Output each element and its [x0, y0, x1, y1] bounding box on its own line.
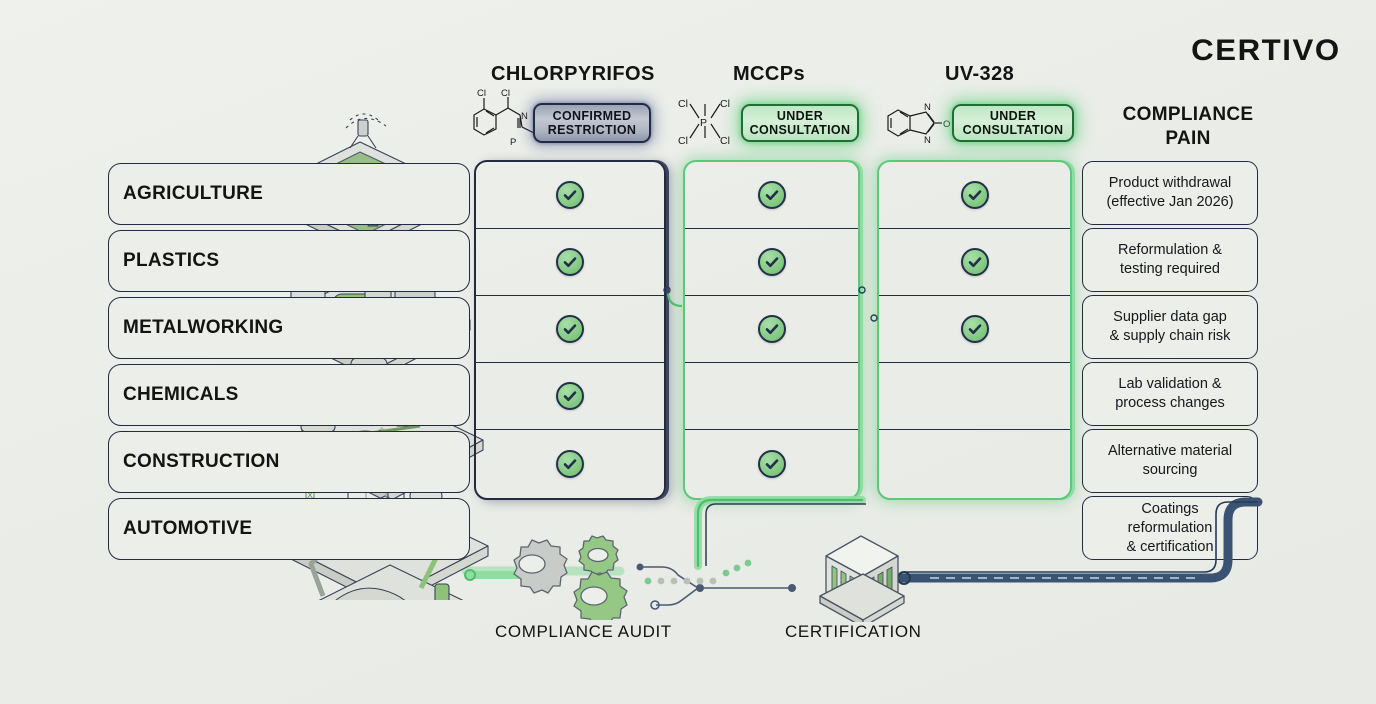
sector-label: CONSTRUCTION [123, 451, 280, 472]
check-icon [757, 181, 786, 209]
badge-line1: UNDER [989, 108, 1037, 123]
pain-line1: Product withdrawal [1108, 175, 1232, 191]
check-icon [556, 382, 584, 410]
pain-row-chemicals[interactable]: Lab validation & process changes [1082, 362, 1258, 426]
pain-line1: Alternative material [1107, 443, 1233, 459]
pain-line1: Lab validation & [1118, 376, 1222, 392]
pain-line2: sourcing [1142, 462, 1198, 478]
svg-text:Cl: Cl [720, 135, 730, 147]
pain-row-plastics[interactable]: Reformulation & testing required [1082, 228, 1258, 292]
column-header-compliance-pain: COMPLIANCE PAIN [1108, 103, 1268, 151]
cell-chlorpyrifos-construction[interactable] [476, 430, 664, 497]
status-badge-mccps[interactable]: UNDER CONSULTATION [741, 104, 859, 142]
status-badge-uv328[interactable]: UNDER CONSULTATION [952, 104, 1074, 142]
pain-line2: (effective Jan 2026) [1106, 194, 1234, 210]
check-icon [556, 449, 584, 478]
pain-row-automotive[interactable]: Coatings reformulation & certification [1082, 496, 1258, 560]
cell-uv328-chemicals[interactable] [879, 363, 1070, 430]
brand-logo: CERTIVO [1191, 34, 1341, 67]
compliance-pain-line1: COMPLIANCE [1122, 104, 1254, 125]
pain-line2: & supply chain risk [1109, 328, 1231, 344]
sector-label: AUTOMOTIVE [123, 518, 253, 539]
sector-row-construction[interactable]: CONSTRUCTION [108, 431, 470, 493]
mccps-structure-icon: Cl Cl P Cl Cl [678, 98, 730, 147]
cell-mccps-chemicals[interactable] [685, 363, 858, 430]
pain-line1: Coatings [1141, 500, 1199, 517]
sector-row-automotive[interactable]: AUTOMOTIVE [108, 498, 470, 560]
svg-text:O: O [943, 119, 950, 130]
cell-mccps-metalworking[interactable] [685, 296, 858, 363]
cell-chlorpyrifos-agriculture[interactable] [476, 162, 664, 229]
sector-label: CHEMICALS [123, 384, 239, 405]
badge-line2: RESTRICTION [547, 123, 637, 137]
svg-text:P: P [510, 137, 516, 148]
cell-mccps-plastics[interactable] [685, 229, 858, 296]
sector-row-plastics[interactable]: PLASTICS [108, 230, 470, 292]
check-icon [757, 315, 786, 343]
cell-chlorpyrifos-chemicals[interactable] [476, 363, 664, 430]
pain-line1: Reformulation & [1118, 242, 1222, 258]
cell-chlorpyrifos-metalworking[interactable] [476, 296, 664, 363]
check-icon [960, 248, 989, 276]
svg-text:Cl: Cl [720, 98, 730, 110]
cell-uv328-metalworking[interactable] [879, 296, 1070, 363]
cell-mccps-agriculture[interactable] [685, 162, 858, 229]
node-label-certification: CERTIFICATION [785, 622, 922, 641]
pain-row-metalworking[interactable]: Supplier data gap & supply chain risk [1082, 295, 1258, 359]
cell-uv328-plastics[interactable] [879, 229, 1070, 296]
svg-text:Cl: Cl [678, 98, 688, 110]
gears-icon [513, 535, 628, 620]
pain-line3: & certification [1126, 538, 1214, 555]
check-icon [556, 315, 584, 343]
sector-label: PLASTICS [123, 250, 220, 271]
cell-uv328-construction[interactable] [879, 430, 1070, 497]
uv328-structure-icon: N N O [887, 102, 950, 146]
status-badge-chlorpyrifos[interactable]: CONFIRMED RESTRICTION [533, 103, 651, 143]
column-header-mccps: MCCPs [733, 63, 806, 85]
sector-row-metalworking[interactable]: METALWORKING [108, 297, 470, 359]
cell-mccps-construction[interactable] [685, 430, 858, 497]
column-header-chlorpyrifos: CHLORPYRIFOS [491, 63, 655, 85]
badge-line2: CONSULTATION [749, 123, 851, 137]
node-label-compliance-audit: COMPLIANCE AUDIT [495, 622, 672, 641]
pain-row-construction[interactable]: Alternative material sourcing [1082, 429, 1258, 493]
check-icon [757, 248, 786, 276]
cell-uv328-agriculture[interactable] [879, 162, 1070, 229]
compliance-pain-line2: PAIN [1165, 128, 1211, 149]
pain-line2: process changes [1115, 395, 1225, 411]
pain-line1: Supplier data gap [1113, 309, 1227, 325]
svg-text:Cl: Cl [678, 135, 688, 147]
badge-line2: CONSULTATION [962, 123, 1064, 137]
svg-text:N: N [924, 102, 931, 113]
pain-line2: testing required [1120, 261, 1220, 277]
check-icon [757, 449, 786, 478]
chlorpyrifos-structure-icon: Cl Cl N P Cl [473, 88, 543, 148]
column-header-uv328: UV-328 [945, 63, 1015, 85]
certification-building-icon [819, 535, 905, 622]
check-icon [556, 181, 584, 209]
svg-text:P: P [700, 117, 707, 129]
badge-line1: UNDER [776, 108, 824, 123]
svg-text:Cl: Cl [501, 88, 510, 99]
check-icon [960, 315, 989, 343]
sector-row-chemicals[interactable]: CHEMICALS [108, 364, 470, 426]
pain-line2: reformulation [1127, 519, 1213, 536]
svg-text:Cl: Cl [477, 88, 486, 99]
sector-row-agriculture[interactable]: AGRICULTURE [108, 163, 470, 225]
cell-chlorpyrifos-plastics[interactable] [476, 229, 664, 296]
badge-line1: CONFIRMED [552, 108, 632, 123]
svg-text:N: N [924, 135, 931, 146]
pain-row-agriculture[interactable]: Product withdrawal (effective Jan 2026) [1082, 161, 1258, 225]
sector-label: METALWORKING [123, 317, 284, 338]
check-icon [556, 248, 584, 276]
check-icon [960, 181, 989, 209]
sector-label: AGRICULTURE [123, 183, 264, 204]
svg-text:N: N [521, 111, 528, 122]
